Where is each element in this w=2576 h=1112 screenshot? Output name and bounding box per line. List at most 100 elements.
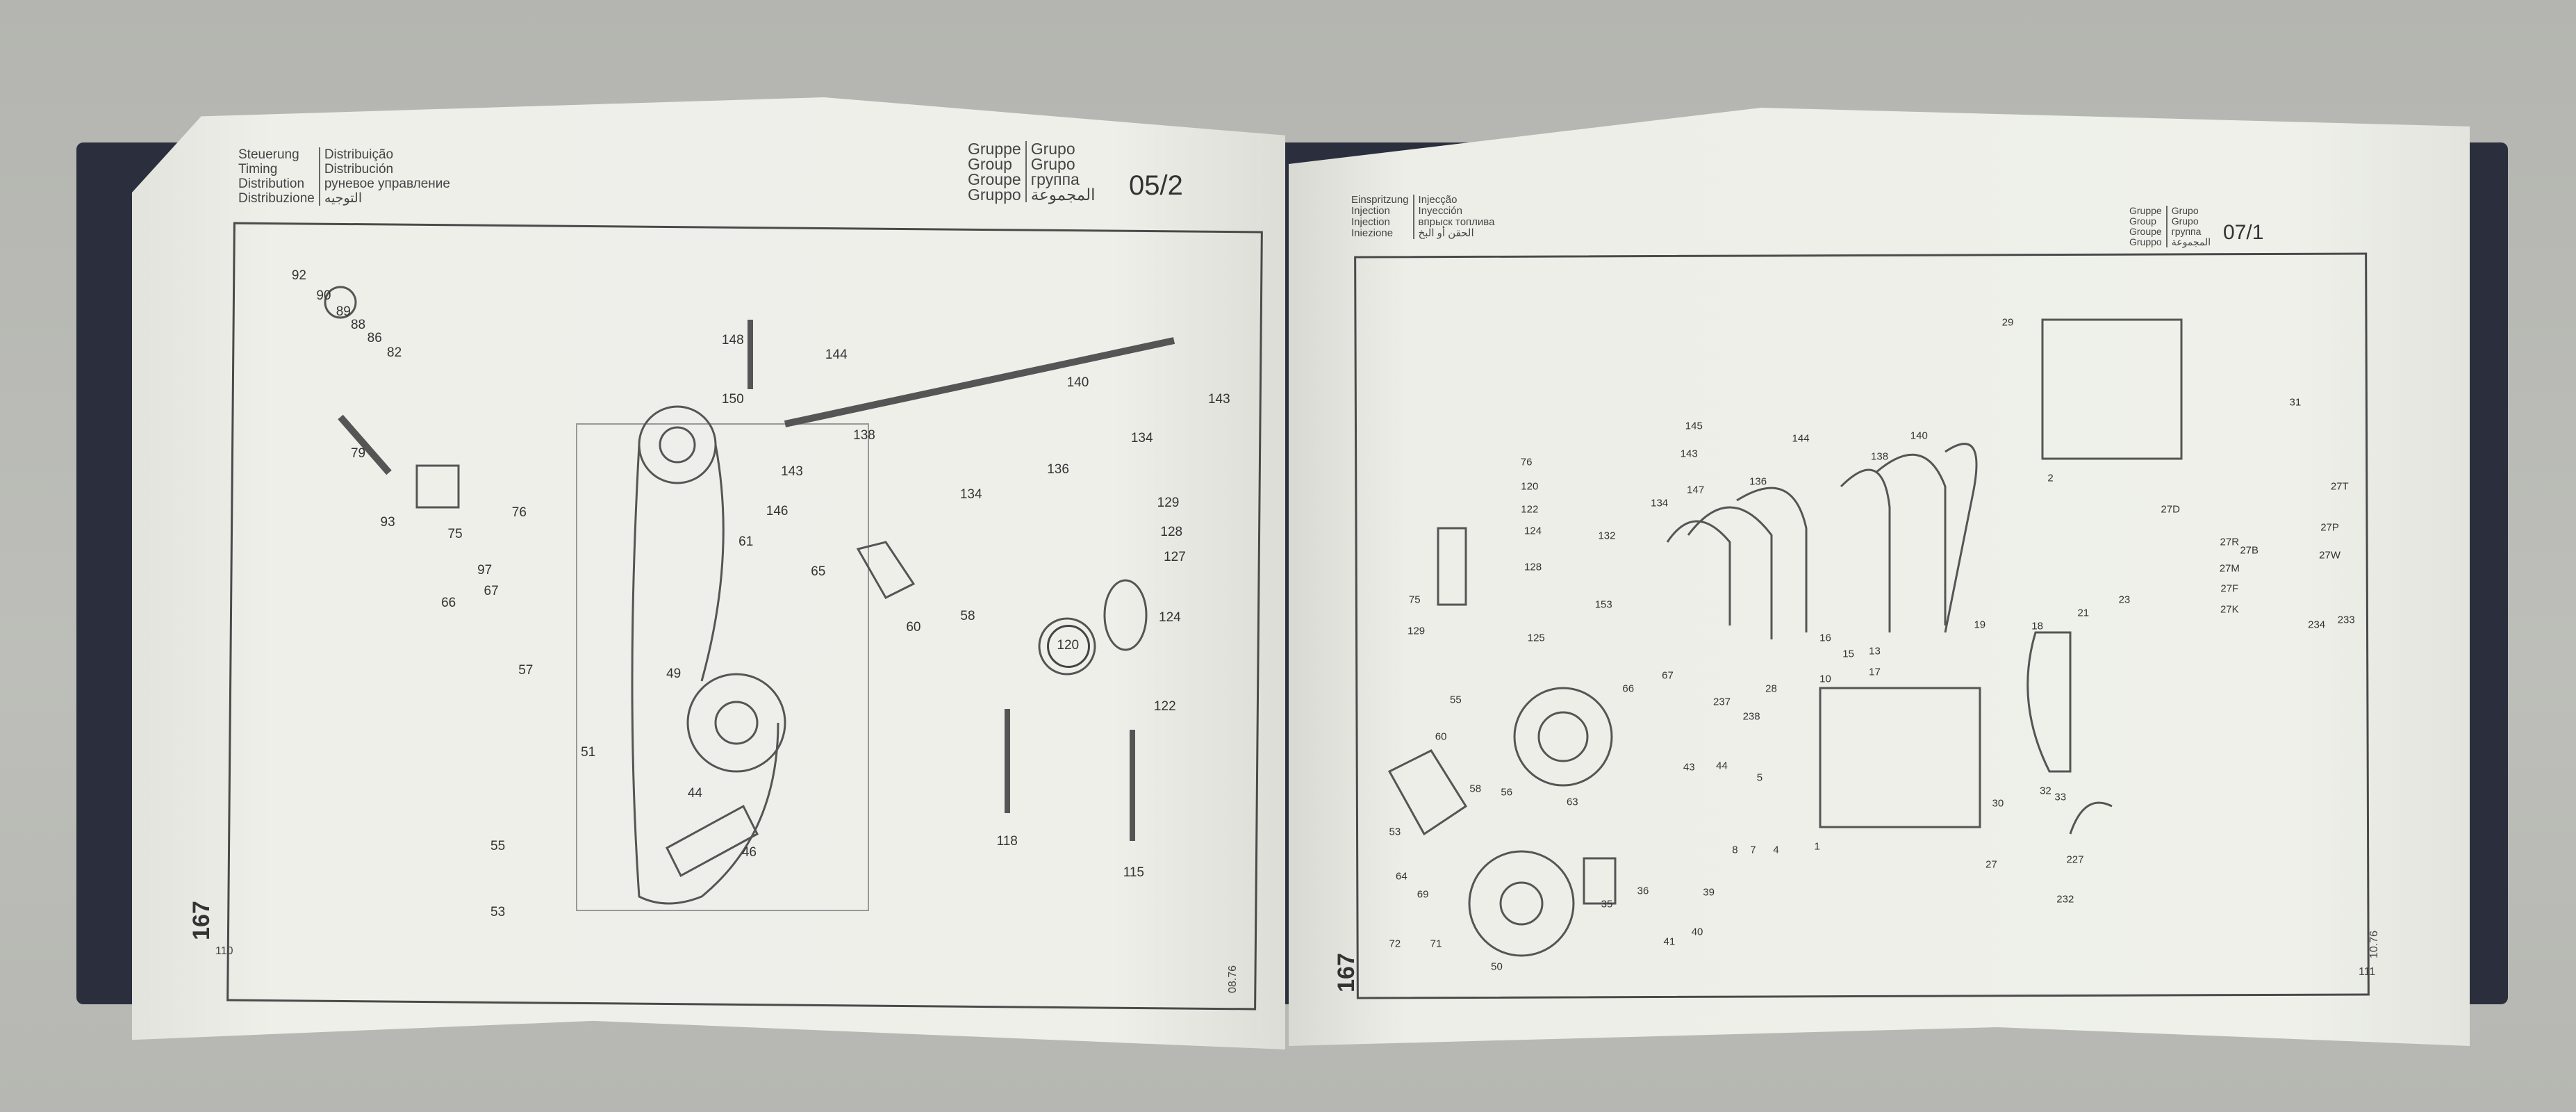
part-number-label: 92: [291, 268, 306, 284]
part-number-label: 69: [1417, 888, 1429, 901]
part-number-label: 128: [1524, 561, 1542, 573]
part-number-label: 16: [1819, 632, 1831, 644]
part-number-label: 129: [1157, 495, 1180, 510]
part-number-label: 66: [1622, 682, 1635, 695]
left-title-col2: Distribuição Distribución руневое управл…: [318, 147, 450, 206]
group-en: Group: [968, 155, 1012, 173]
left-group-number: 05/2: [1129, 170, 1183, 201]
part-number-label: 40: [1691, 926, 1703, 938]
part-number-label: 55: [1450, 694, 1462, 706]
part-number-label: 72: [1389, 938, 1401, 949]
right-title-col2: Injecção Inyección впрыск топлива الحقن …: [1412, 195, 1495, 239]
part-number-label: 51: [581, 745, 596, 760]
group-ru: группа: [2171, 226, 2202, 237]
part-number-label: 150: [721, 391, 744, 407]
title-en: Timing: [238, 162, 278, 177]
title-fr: Distribution: [238, 177, 305, 191]
part-number-label: 1: [1814, 840, 1820, 853]
part-number-label: 60: [906, 620, 921, 635]
part-number-label: 36: [1637, 885, 1649, 897]
group-it: Gruppo: [2129, 236, 2162, 247]
part-number-label: 124: [1524, 525, 1542, 537]
part-number-label: 140: [1066, 375, 1089, 391]
part-number-label: 23: [2118, 594, 2131, 606]
part-number-label: 31: [2289, 396, 2302, 409]
title-ar: التوجيه: [324, 191, 363, 206]
part-number-label: 15: [1842, 648, 1854, 660]
part-number-label: 29: [2001, 316, 2014, 329]
part-number-label: 7: [1750, 844, 1756, 856]
left-side-number: 167: [188, 901, 215, 940]
part-number-label: 30: [1992, 797, 2004, 810]
part-number-label: 50: [1491, 960, 1503, 973]
part-number-label: 27D: [2161, 503, 2180, 516]
group-col2: Grupo Grupo группа المجموعة: [1025, 140, 1096, 203]
title-ru: впрыск топлива: [1418, 216, 1495, 228]
part-number-label: 134: [959, 486, 982, 502]
title-es: Inyección: [1418, 205, 1462, 217]
part-number-label: 115: [1123, 865, 1144, 880]
right-group-number: 07/1: [2223, 221, 2264, 244]
left-page-number: 110: [215, 945, 233, 957]
part-number-label: 118: [996, 833, 1018, 849]
part-number-label: 143: [1207, 391, 1230, 407]
right-side-number: 167: [1332, 953, 1360, 992]
part-number-label: 57: [518, 662, 534, 678]
part-number-label: 138: [853, 427, 875, 443]
title-fr: Injection: [1351, 216, 1390, 228]
part-number-label: 5: [1756, 771, 1763, 784]
group-fr: Groupe: [2129, 226, 2162, 237]
title-de: Steuerung: [238, 147, 299, 162]
part-number-label: 63: [1566, 796, 1578, 808]
group-pt: Grupo: [1030, 140, 1075, 158]
part-number-label: 56: [1501, 786, 1513, 799]
part-number-label: 129: [1407, 625, 1426, 637]
part-number-label: 27: [1985, 858, 1997, 871]
group-col2: Grupo Grupo группа المجموعة: [2165, 206, 2211, 247]
part-number-label: 232: [2056, 893, 2074, 906]
group-es: Grupo: [2171, 215, 2199, 227]
part-number-label: 89: [336, 304, 351, 320]
part-number-label: 134: [1130, 431, 1153, 446]
part-number-label: 53: [490, 904, 506, 919]
part-number-label: 75: [447, 526, 463, 541]
title-it: Distribuzione: [238, 191, 315, 206]
part-number-label: 122: [1153, 698, 1176, 714]
part-number-label: 143: [781, 464, 803, 479]
group-es: Grupo: [1030, 155, 1075, 173]
part-number-label: 19: [1974, 619, 1986, 631]
part-number-label: 233: [2337, 614, 2355, 626]
title-en: Injection: [1351, 205, 1390, 217]
part-number-label: 237: [1713, 696, 1731, 708]
group-en: Group: [2129, 215, 2156, 227]
part-number-label: 2: [2047, 472, 2054, 484]
part-number-label: 49: [666, 666, 682, 681]
part-number-label: 97: [477, 562, 493, 578]
part-number-label: 27K: [2220, 603, 2239, 616]
part-number-label: 90: [316, 288, 331, 303]
title-de: Einspritzung: [1351, 194, 1409, 206]
part-number-label: 65: [811, 564, 826, 580]
part-number-label: 53: [1389, 826, 1401, 838]
part-number-label: 21: [2077, 607, 2090, 619]
part-number-label: 46: [741, 845, 757, 860]
part-number-label: 144: [825, 347, 848, 362]
left-date-code: 08.76: [1227, 965, 1239, 994]
part-number-label: 27R: [2220, 536, 2240, 548]
part-number-label: 143: [1680, 448, 1698, 460]
part-number-label: 8: [1732, 844, 1738, 856]
part-number-label: 140: [1910, 430, 1928, 442]
group-it: Gruppo: [968, 186, 1021, 204]
part-number-label: 120: [1521, 480, 1539, 493]
right-date-code: 10.76: [2368, 930, 2381, 959]
part-number-label: 41: [1663, 935, 1676, 948]
part-number-label: 144: [1792, 432, 1810, 445]
part-number-label: 79: [350, 445, 366, 461]
part-number-label: 145: [1685, 420, 1703, 432]
part-number-label: 27F: [2220, 582, 2239, 595]
part-number-label: 138: [1871, 450, 1889, 463]
injection-diagram: [1387, 318, 2183, 957]
part-number-label: 44: [1716, 760, 1728, 772]
part-number-label: 27B: [2240, 544, 2259, 557]
